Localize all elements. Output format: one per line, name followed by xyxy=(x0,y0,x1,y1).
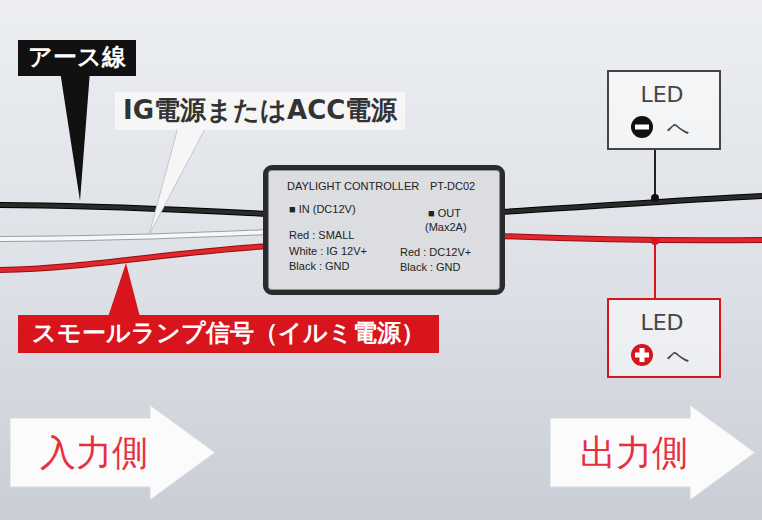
led-callout: LED へ xyxy=(607,70,721,150)
callout-label: アース線 xyxy=(18,40,136,76)
label-text: 入力側 xyxy=(40,435,148,471)
led-plus-wire-edge xyxy=(500,236,762,240)
ground-wire xyxy=(0,205,270,214)
wire-dot xyxy=(651,237,659,245)
label-text: 出力側 xyxy=(580,435,688,471)
label-text: DAYLIGHT CONTROLLER xyxy=(287,180,419,193)
leader-line xyxy=(654,150,656,196)
led-minus-wire-core xyxy=(500,196,762,212)
callout-label: IG電源またはACC電源 xyxy=(115,92,405,130)
label-text: ■ OUT xyxy=(428,207,461,220)
leader-line xyxy=(654,244,656,298)
label-text: White : IG 12V+ xyxy=(289,245,367,258)
led-plus-wire xyxy=(500,236,762,240)
label-text: Red : SMALL xyxy=(289,229,354,242)
wire-dot xyxy=(651,194,659,202)
label-text: (Max2A) xyxy=(425,221,467,234)
controller-box: DAYLIGHT CONTROLLER PT-DC02 ■ IN (DC12V) Re… xyxy=(263,165,505,295)
callout-label: スモールランプ信号（イルミ電源） xyxy=(18,315,439,353)
leader-wedge xyxy=(108,263,140,317)
ig-wire xyxy=(0,232,270,239)
leader-wedge xyxy=(149,127,206,235)
label-text: ■ IN (DC12V) xyxy=(289,203,356,216)
ig-wire-edge xyxy=(0,232,270,239)
label-text: Black : GND xyxy=(289,260,350,273)
plus-circle xyxy=(631,344,653,366)
arrow-shape xyxy=(10,405,215,500)
label-text: Black : GND xyxy=(400,261,461,274)
sign-bar xyxy=(640,348,645,362)
direction-arrow: 出力側 xyxy=(550,405,755,500)
minus-circle xyxy=(631,116,653,138)
small-wire-edge xyxy=(0,246,270,270)
label-text: LED xyxy=(609,84,715,106)
led-callout: LED へ xyxy=(607,298,721,378)
label-text: LED xyxy=(609,312,715,334)
small-wire xyxy=(0,246,270,270)
led-minus-wire xyxy=(500,196,762,212)
label-text: PT-DC02 xyxy=(430,180,475,193)
leader-wedge xyxy=(60,71,90,201)
label-text: スモールランプ信号（イルミ電源） xyxy=(32,319,425,348)
label-text: IG電源またはACC電源 xyxy=(123,95,397,126)
direction-arrow: 入力側 xyxy=(10,405,215,500)
arrow-shape xyxy=(550,405,755,500)
ground-wire-core xyxy=(0,205,270,214)
label-text: アース線 xyxy=(28,43,126,72)
sign-bar xyxy=(635,125,649,130)
label-text: へ xyxy=(667,117,690,139)
label-text: Red : DC12V+ xyxy=(400,246,471,259)
label-text: へ xyxy=(667,345,690,367)
